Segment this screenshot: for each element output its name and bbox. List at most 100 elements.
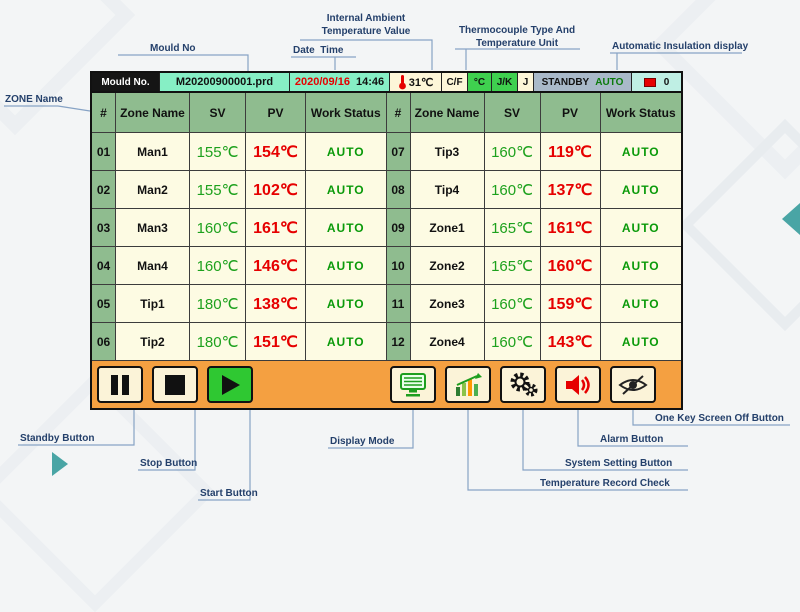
col-header-sv: SV bbox=[484, 93, 541, 133]
zone-number: 02 bbox=[92, 171, 116, 209]
gears-icon bbox=[510, 372, 538, 396]
zone-status: AUTO bbox=[306, 133, 387, 171]
callout-zone-name: ZONE Name bbox=[5, 94, 63, 105]
display-mode-button[interactable] bbox=[390, 366, 436, 403]
ambient-temp-value: 31℃ bbox=[408, 76, 434, 89]
zone-pv: 102℃ bbox=[246, 171, 306, 209]
status-bar: Mould No. M20200900001.prd 2020/09/16 14… bbox=[92, 73, 681, 93]
screen-off-button[interactable] bbox=[610, 366, 656, 403]
zone-pv: 138℃ bbox=[246, 285, 306, 323]
zone-status: AUTO bbox=[600, 247, 681, 285]
zone-name: Tip4 bbox=[410, 171, 485, 209]
zone-name: Man1 bbox=[116, 133, 190, 171]
system-setting-button[interactable] bbox=[500, 366, 546, 403]
zone-number: 03 bbox=[92, 209, 116, 247]
callout-alarm-button: Alarm Button bbox=[600, 434, 664, 445]
date-time-display: 2020/09/16 14:46 bbox=[290, 73, 390, 91]
zone-pv: 161℃ bbox=[540, 209, 601, 247]
stop-button[interactable] bbox=[152, 366, 198, 403]
chart-icon bbox=[456, 372, 482, 396]
zone-pv: 151℃ bbox=[246, 323, 306, 361]
zone-sv: 180℃ bbox=[190, 323, 246, 361]
callout-system-setting: System Setting Button bbox=[565, 458, 673, 469]
time-value: 14:46 bbox=[355, 76, 385, 88]
toolbar bbox=[92, 361, 681, 408]
zone-number: 10 bbox=[386, 247, 411, 285]
zone-name: Zone2 bbox=[410, 247, 485, 285]
alarm-count-display: 0 bbox=[632, 73, 681, 91]
decorative-teal-triangle bbox=[782, 203, 800, 235]
col-header-num: # bbox=[92, 93, 116, 133]
callout-standby-button: Standby Button bbox=[20, 433, 95, 444]
col-header-status: Work Status bbox=[306, 93, 387, 133]
pause-icon bbox=[111, 374, 129, 395]
auto-mode-label: AUTO bbox=[595, 76, 624, 88]
zone-status: AUTO bbox=[600, 323, 681, 361]
col-header-zone: Zone Name bbox=[116, 93, 190, 133]
zone-number: 07 bbox=[386, 133, 411, 171]
callout-stop-button: Stop Button bbox=[140, 458, 198, 469]
zone-number: 05 bbox=[92, 285, 116, 323]
zone-status: AUTO bbox=[306, 285, 387, 323]
zone-status: AUTO bbox=[306, 171, 387, 209]
zone-sv: 180℃ bbox=[190, 285, 246, 323]
standby-button[interactable] bbox=[97, 366, 143, 403]
zone-pv: 137℃ bbox=[540, 171, 601, 209]
zone-name: Tip3 bbox=[410, 133, 485, 171]
callout-insulation: Automatic Insulation display bbox=[612, 41, 749, 52]
stop-icon bbox=[165, 374, 185, 395]
zone-name: Man4 bbox=[116, 247, 190, 285]
decorative-teal-triangle bbox=[52, 452, 68, 476]
zone-pv: 119℃ bbox=[540, 133, 601, 171]
standby-auto-display: STANDBY AUTO bbox=[534, 73, 632, 91]
callout-start-button: Start Button bbox=[200, 488, 258, 499]
zone-sv: 160℃ bbox=[484, 133, 541, 171]
zone-status: AUTO bbox=[306, 323, 387, 361]
zone-name: Tip2 bbox=[116, 323, 190, 361]
col-header-zone: Zone Name bbox=[410, 93, 485, 133]
zone-name: Zone3 bbox=[410, 285, 485, 323]
zone-sv: 160℃ bbox=[484, 285, 541, 323]
zone-name: Zone4 bbox=[410, 323, 485, 361]
zone-sv: 155℃ bbox=[190, 133, 246, 171]
zone-status: AUTO bbox=[600, 209, 681, 247]
zone-number: 04 bbox=[92, 247, 116, 285]
alarm-indicator-icon bbox=[643, 77, 656, 87]
zone-number: 11 bbox=[386, 285, 411, 323]
zone-number: 08 bbox=[386, 171, 411, 209]
zone-sv: 165℃ bbox=[484, 247, 541, 285]
monitor-icon bbox=[400, 372, 426, 396]
temperature-record-button[interactable] bbox=[445, 366, 491, 403]
thermocouple-jk-button[interactable]: J/K bbox=[492, 73, 518, 91]
start-button[interactable] bbox=[207, 366, 253, 403]
callout-thermocouple: Thermocouple Type And Temperature Unit bbox=[458, 25, 576, 49]
zone-status: AUTO bbox=[600, 171, 681, 209]
thermocouple-j-button[interactable]: J bbox=[518, 73, 534, 91]
play-icon bbox=[222, 374, 240, 395]
col-header-pv: PV bbox=[540, 93, 601, 133]
zone-sv: 160℃ bbox=[190, 247, 246, 285]
col-header-sv: SV bbox=[190, 93, 246, 133]
zone-name: Zone1 bbox=[410, 209, 485, 247]
zone-pv: 161℃ bbox=[246, 209, 306, 247]
ambient-temperature-display: 31℃ bbox=[390, 73, 442, 91]
zone-status: AUTO bbox=[600, 285, 681, 323]
zone-status: AUTO bbox=[600, 133, 681, 171]
zone-name: Tip1 bbox=[116, 285, 190, 323]
zone-table: # Zone Name SV PV Work Status # Zone Nam… bbox=[92, 93, 681, 361]
unit-celsius-button[interactable]: °C bbox=[468, 73, 492, 91]
speaker-icon bbox=[566, 374, 590, 395]
zone-sv: 160℃ bbox=[484, 323, 541, 361]
zone-name: Man3 bbox=[116, 209, 190, 247]
zone-number: 09 bbox=[386, 209, 411, 247]
zone-sv: 165℃ bbox=[484, 209, 541, 247]
zone-name: Man2 bbox=[116, 171, 190, 209]
mould-no-label: Mould No. bbox=[92, 73, 160, 91]
callout-date-time: Date Time bbox=[293, 45, 344, 56]
eye-off-icon bbox=[618, 374, 648, 395]
zone-pv: 143℃ bbox=[540, 323, 601, 361]
alarm-button[interactable] bbox=[555, 366, 601, 403]
unit-cf-button[interactable]: C/F bbox=[442, 73, 468, 91]
callout-display-mode: Display Mode bbox=[330, 436, 395, 447]
